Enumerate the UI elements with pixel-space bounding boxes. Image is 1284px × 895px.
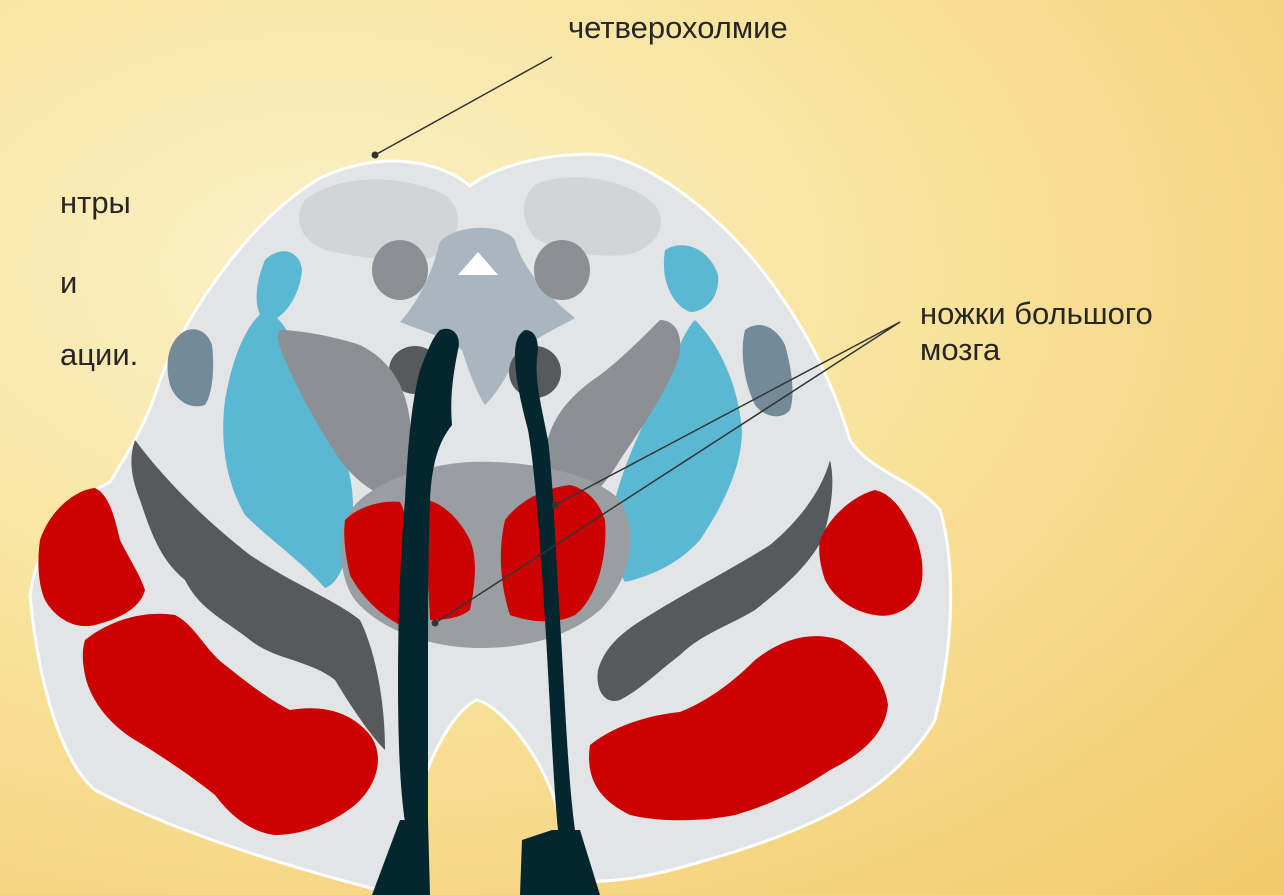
superior-colliculus-left [299,179,458,259]
oculomotor-nucleus-right [534,240,590,300]
label-peduncles-line2: мозга [920,332,1000,368]
leader-line-quadrigemina [375,57,552,155]
leader-dot-quadrigemina [372,152,379,159]
leader-dot-peduncle-2 [432,620,439,627]
label-peduncles-line1: ножки большого [920,296,1153,332]
label-quadrigemina: четверохолмие [568,10,788,46]
leader-dot-peduncle-1 [552,502,559,509]
oculomotor-nucleus-left [372,240,428,300]
